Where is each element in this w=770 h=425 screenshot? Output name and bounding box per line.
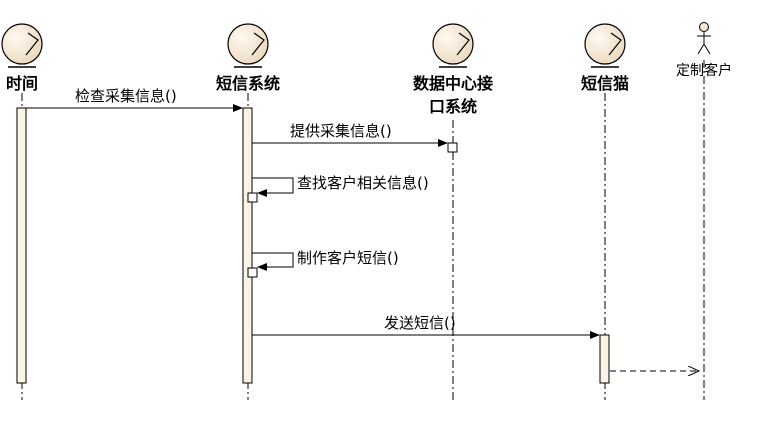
- participant-customer: 定制客户: [676, 22, 732, 79]
- participant-label: 时间: [6, 74, 38, 93]
- activation-sms-self2: [247, 267, 258, 278]
- activation-sms: [242, 107, 253, 384]
- message-label: 制作客户短信(): [297, 249, 399, 267]
- entity-icon: [227, 23, 269, 65]
- participant-label: 定制客户: [676, 62, 732, 79]
- message-make-sms: 制作客户短信(): [252, 249, 399, 271]
- entity-icon: [1, 23, 43, 65]
- message-label: 检查采集信息(): [75, 87, 177, 105]
- entity-icon: [584, 23, 626, 65]
- activation-sms-self1: [247, 192, 258, 203]
- activation-time: [16, 107, 27, 384]
- actor-icon: [697, 22, 711, 55]
- participant-time: 时间: [1, 23, 43, 93]
- participant-label-line1: 数据中心接: [413, 74, 493, 93]
- participant-data-center: 数据中心接 口系统: [413, 23, 493, 116]
- message-send-sms: 发送短信(): [252, 314, 600, 339]
- message-find-customer-info: 查找客户相关信息(): [252, 174, 429, 197]
- participant-label-line2: 口系统: [429, 97, 477, 116]
- message-label: 发送短信(): [384, 314, 456, 332]
- participant-sms: 短信系统: [216, 23, 280, 93]
- message-check-collection: 检查采集信息(): [26, 87, 243, 112]
- participant-label: 短信猫: [581, 74, 629, 93]
- entity-icon: [432, 23, 474, 65]
- participant-sms-cat: 短信猫: [581, 23, 629, 93]
- participant-label: 短信系统: [216, 74, 280, 93]
- activation-cat: [599, 334, 610, 384]
- message-label: 查找客户相关信息(): [297, 174, 429, 192]
- message-provide-collection: 提供采集信息(): [252, 122, 448, 147]
- activation-data: [447, 142, 458, 153]
- message-label: 提供采集信息(): [290, 122, 392, 140]
